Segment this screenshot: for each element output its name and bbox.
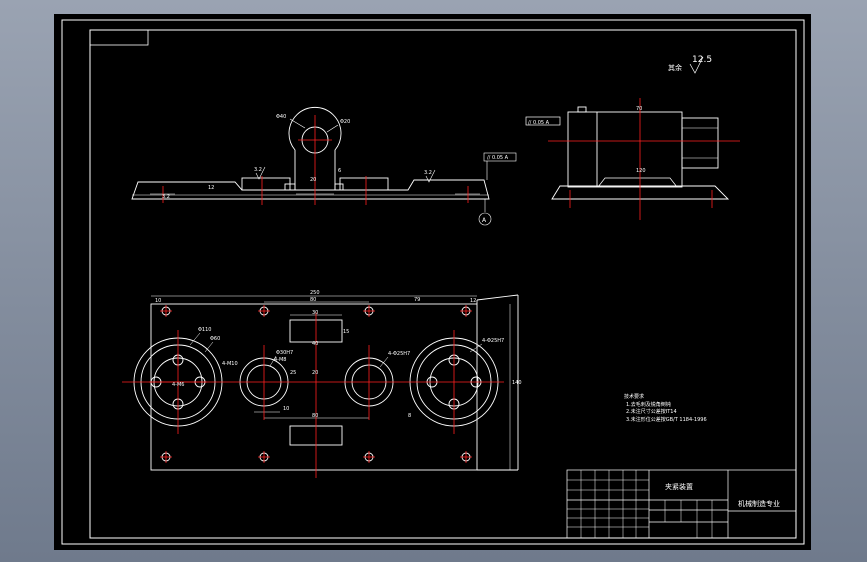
notes-line-1: 1.去毛刺及锐角倒钝 — [626, 401, 671, 408]
plan-view-annotations: 250 80 79 30 15 40 25 20 10 80 8 140 10 … — [155, 290, 522, 419]
roughness-symbol-main — [689, 56, 704, 74]
plan-view-centerlines — [122, 305, 504, 478]
title-block — [566, 469, 797, 539]
datum-a-circle — [478, 212, 492, 226]
front-view-centerlines — [162, 115, 469, 205]
dim-12-right: 12 — [470, 298, 476, 304]
dim-height-140: 140 — [512, 380, 522, 386]
side-clamp-right — [681, 117, 719, 169]
roughness-other-label: 其余 — [668, 63, 682, 72]
dim-80-bottom: 80 — [312, 413, 318, 419]
dim-10: 10 — [283, 406, 289, 412]
label-phi60: Φ60 — [210, 336, 220, 342]
corner-label-box — [89, 29, 149, 46]
drawing-sheet — [54, 14, 811, 550]
dim-phi20: Φ20 — [340, 119, 350, 125]
dim-10-left: 10 — [155, 298, 161, 304]
label-4m10: 4-M10 — [222, 361, 238, 367]
dim-side-bottom: 120 — [636, 168, 646, 174]
label-phi110: Φ110 — [198, 327, 211, 333]
dim-phi40: Φ40 — [276, 114, 286, 120]
dim-80-top: 80 — [310, 297, 316, 303]
side-view-centerlines — [548, 98, 740, 220]
dim-12: 12 — [208, 185, 214, 191]
dim-side-top: 70 — [636, 106, 642, 112]
roughness-right: 3.2 — [424, 170, 432, 176]
datum-a-label: A — [482, 217, 487, 224]
roughness-main: 12.5 — [692, 55, 712, 65]
label-4phi25h7-a: 4-Φ25H7 — [388, 351, 410, 357]
label-4phi25h7-b: 4-Φ25H7 — [482, 338, 504, 344]
notes-line-2: 2.未注尺寸公差按IT14 — [626, 408, 677, 415]
label-4m6: 4-M6 — [172, 382, 184, 388]
base-plate-outline — [131, 179, 490, 200]
parallel-tolerance-side: // 0.05 A — [528, 120, 550, 126]
notes-line-3: 3.未注形位公差按GB/T 1184-1996 — [626, 416, 707, 423]
sheet-inner-border — [89, 29, 797, 539]
label-phi30h7: Φ30H7 — [276, 350, 293, 356]
dim-79: 79 — [414, 297, 420, 303]
dim-40: 40 — [312, 341, 318, 347]
lug-outline — [288, 106, 342, 190]
technical-notes: 技术要求 1.去毛刺及锐角倒钝 2.未注尺寸公差按IT14 3.未注形位公差按G… — [624, 393, 707, 423]
dim-30: 30 — [312, 310, 318, 316]
title-block-frame — [566, 469, 797, 539]
parallel-tolerance-top: // 0.05 A — [487, 155, 509, 161]
title-block-part-name: 夹紧装置 — [665, 482, 693, 491]
dim-20: 20 — [312, 370, 318, 376]
dim-15: 15 — [343, 329, 349, 335]
dim-8: 8 — [408, 413, 411, 419]
sheet-outer-border — [61, 19, 805, 545]
dim-25: 25 — [290, 370, 296, 376]
roughness-mid: 3.2 — [162, 194, 170, 200]
title-block-company: 机械制造专业 — [738, 499, 780, 508]
side-view-annotations: 12.5 其余 // 0.05 A 70 120 — [528, 55, 712, 174]
dim-20: 20 — [310, 177, 316, 183]
roughness-left: 3.2 — [254, 167, 262, 173]
front-view-leaders — [255, 118, 517, 226]
front-view-annotations: Φ40 Φ20 20 6 12 3.2 3.2 3.2 // 0.05 A — [162, 114, 509, 200]
label-4m8: 4-M8 — [274, 357, 286, 363]
dim-overall-width: 250 — [310, 290, 320, 296]
dim-6: 6 — [338, 168, 341, 174]
notes-title: 技术要求 — [624, 393, 644, 400]
